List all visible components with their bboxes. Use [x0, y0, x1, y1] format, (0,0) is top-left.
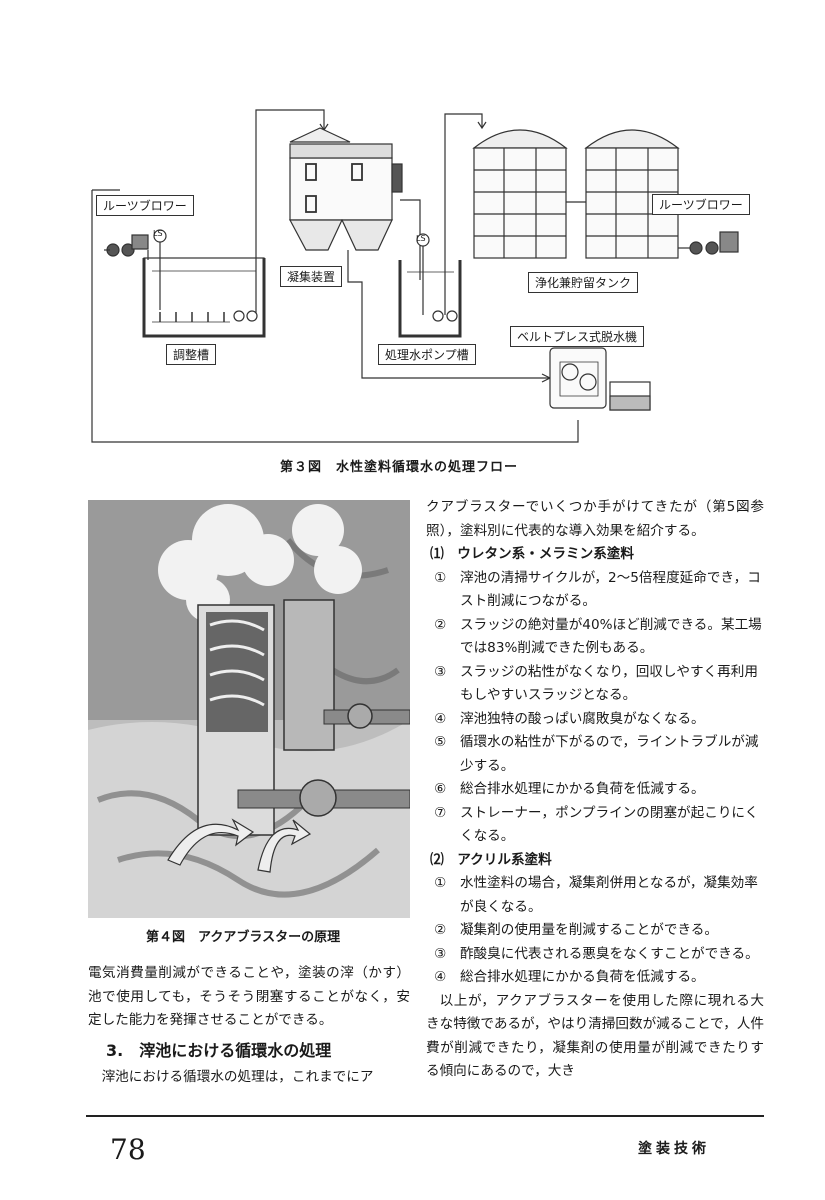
- figure-4-caption: 第４図 アクアブラスターの原理: [146, 930, 341, 945]
- ls-label-left: LS: [153, 229, 163, 238]
- figure-4-illustration: [88, 500, 410, 918]
- section-3-heading: 3. 滓池における循環水の処理: [106, 1040, 332, 1060]
- list-item: ① 水性塗料の場合，凝集剤併用となるが，凝集効率が良くなる。: [434, 875, 758, 915]
- list-item: ⑦ ストレーナー，ポンプラインの閉塞が起こりにくくなる。: [434, 804, 759, 845]
- list-item: ③ スラッジの粘性がなくなり，回収しやすく再利用もしやすいスラッジとなる。: [434, 663, 758, 704]
- list-item: ① 滓池の清掃サイクルが，2～5倍程度延命でき，コスト削減につながる。: [434, 569, 761, 610]
- adjust-tank-label: 調整槽: [166, 344, 217, 365]
- list-item: ④ 滓池独特の酸っぱい腐敗臭がなくなる。: [434, 710, 705, 727]
- right-blower-icon: [678, 231, 739, 255]
- right-intro-paragraph: クアブラスターでいくつか手がけてきたが（第5図参照），塗料別に代表的な導入効果を…: [426, 499, 764, 539]
- list-item: ② 凝集剤の使用量を削減することができる。: [434, 922, 718, 938]
- ls-label-right: LS: [416, 234, 426, 243]
- left-column: 電気消費量削減ができることや，塗装の滓（かす）池で使用しても，そうそう閉塞するこ…: [88, 962, 410, 1090]
- left-blower-label: ルーツブロワー: [96, 195, 194, 216]
- right-closing-paragraph: 以上が，アクアブラスターを使用した際に現れる大きな特徴であるが，やはり清掃回数が…: [426, 992, 764, 1080]
- left-blower-icon: [104, 234, 149, 257]
- list-item: ⑤ 循環水の粘性が下がるので，ライントラブルが減少する。: [434, 734, 759, 774]
- journal-name: 塗装技術: [638, 1141, 710, 1157]
- footer-rule: [86, 1115, 764, 1117]
- tank-label: 浄化兼貯留タンク: [528, 272, 639, 293]
- list-item: ③ 酢酸臭に代表される悪臭をなくすことができる。: [434, 945, 759, 962]
- list-item: ④ 総合排水処理にかかる負荷を低減する。: [434, 969, 705, 985]
- subheading-urethane-melamine: ⑴ ウレタン系・メラミン系塗料: [430, 546, 634, 562]
- storage-tanks-shape: [472, 129, 680, 259]
- right-blower-label: ルーツブロワー: [652, 194, 750, 215]
- belt-press-shape: [549, 347, 651, 411]
- coagulator-label: 凝集装置: [280, 266, 343, 287]
- pump-tank-label: 処理水ポンプ槽: [378, 344, 476, 365]
- left-paragraph-1: 電気消費量削減ができることや，塗装の滓（かす）池で使用しても，そうそう閉塞するこ…: [88, 965, 410, 1028]
- subheading-acrylic: ⑵ アクリル系塗料: [430, 851, 552, 868]
- figure-3-caption: 第３図 水性塗料循環水の処理フロー: [280, 460, 519, 475]
- flow-diagram-drawing: [91, 109, 739, 443]
- right-column: クアブラスターでいくつか手がけてきたが（第5図参照），塗料別に代表的な導入効果を…: [426, 496, 764, 1084]
- belt-press-label: ベルトプレス式脱水機: [510, 326, 645, 347]
- coagulator-shape: [289, 127, 403, 251]
- adjust-tank-shape: [143, 257, 265, 337]
- aqua-blaster-drawing: [88, 500, 410, 918]
- list-item: ⑥ 総合排水処理にかかる負荷を低減する。: [434, 781, 705, 797]
- figure-3-flow-diagram: ルーツブロワー ルーツブロワー 凝集装置 浄化兼貯留タンク ベルトプレス式脱水機…: [80, 100, 780, 450]
- list-item: ② スラッジの絶対量が40%ほど削減できる。某工場では83%削減できた例もある。: [434, 616, 762, 657]
- left-paragraph-2: 滓池における循環水の処理は，これまでにア: [101, 1069, 374, 1085]
- page-number: 78: [110, 1133, 146, 1166]
